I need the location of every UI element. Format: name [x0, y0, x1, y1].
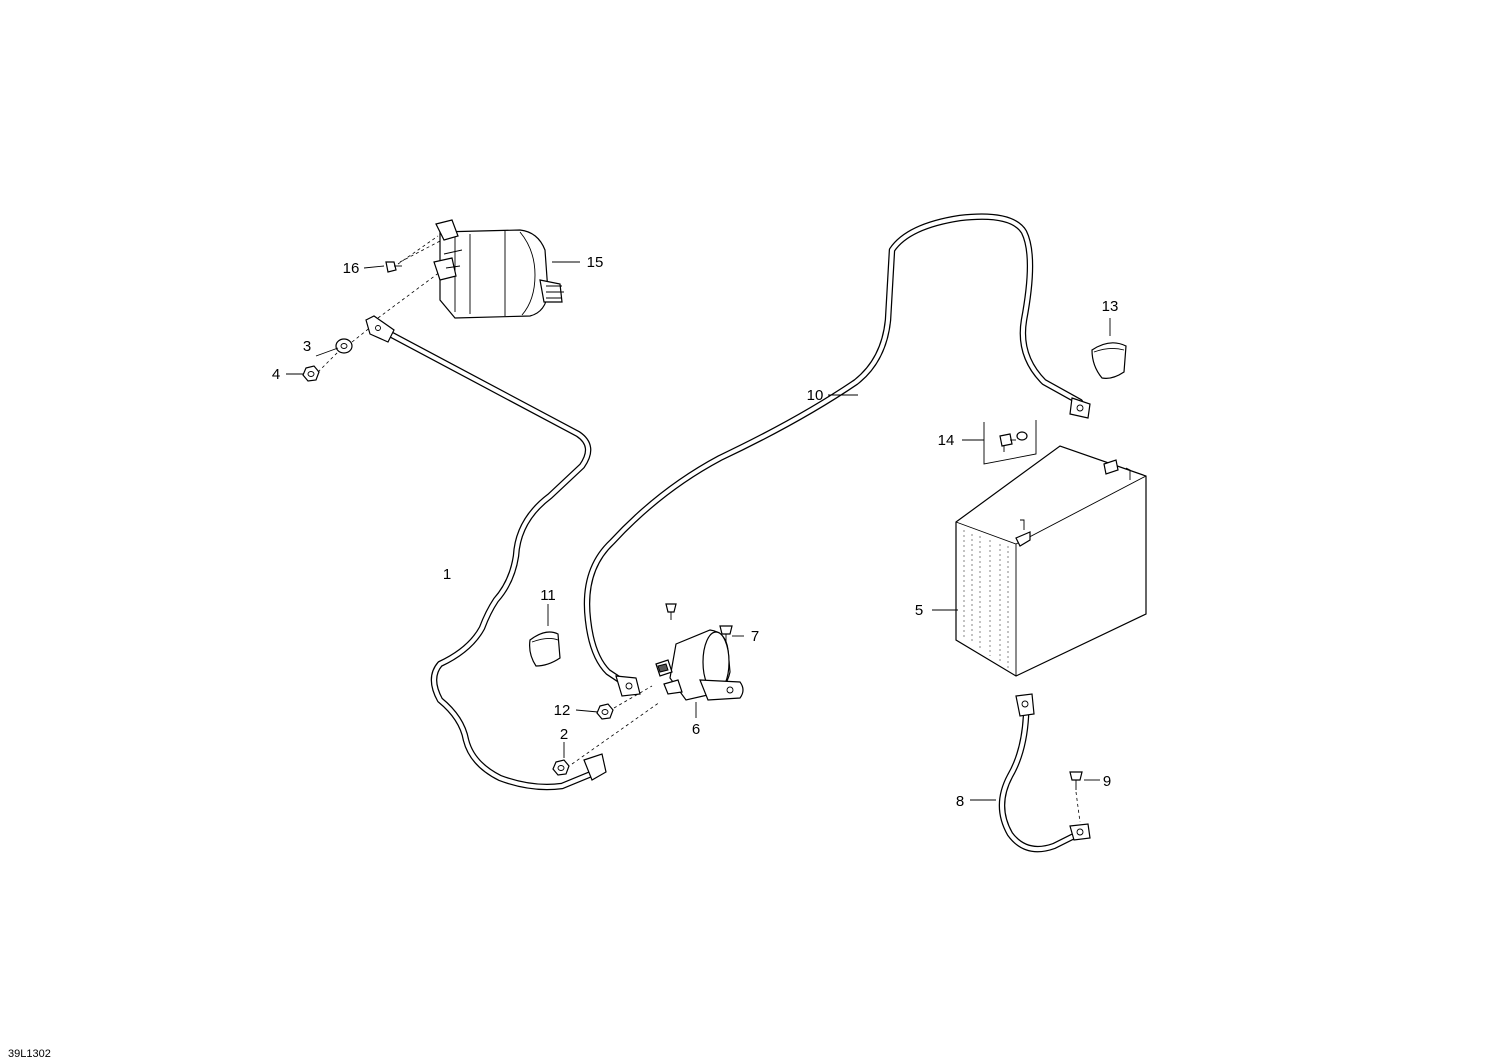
- callout-labels: 1 2 3 4 5 6 7 8 9 10 11 12 13 14 15 16: [272, 254, 1119, 810]
- callout-12: 12: [554, 702, 571, 719]
- assembly-line-3-4: [317, 271, 441, 373]
- starter-motor: [433, 219, 564, 319]
- callout-1: 1: [443, 566, 451, 583]
- cap-13: [1091, 342, 1127, 379]
- battery-5: [955, 445, 1147, 677]
- callout-10: 10: [807, 387, 824, 404]
- figure-id: 39L1302: [8, 1048, 51, 1060]
- callout-14: 14: [938, 432, 955, 449]
- callout-5: 5: [915, 602, 923, 619]
- solenoid-6: [655, 629, 744, 701]
- callout-7: 7: [751, 628, 759, 645]
- nut-2: [552, 759, 570, 776]
- battery-cable-10: [583, 213, 1091, 697]
- callout-9: 9: [1103, 773, 1111, 790]
- callout-2: 2: [560, 726, 568, 743]
- callout-11: 11: [540, 587, 556, 604]
- screw-set-14: [983, 420, 1037, 465]
- callout-6: 6: [692, 721, 700, 738]
- cap-11: [529, 631, 561, 667]
- ground-cable-8: [998, 693, 1091, 853]
- callout-8: 8: [956, 793, 964, 810]
- assembly-line-12: [613, 685, 653, 709]
- screw-7: [719, 625, 733, 642]
- assembly-line-2: [571, 701, 661, 765]
- screw-9: [1069, 771, 1083, 790]
- nut-4: [302, 365, 320, 382]
- callout-4: 4: [272, 366, 280, 383]
- leader-lines: [286, 261, 1111, 801]
- starter-cable-1: [365, 315, 607, 791]
- screw-upper: [665, 603, 677, 620]
- assembly-line-16: [397, 235, 443, 265]
- nut-12: [596, 703, 614, 720]
- callout-16: 16: [343, 260, 360, 277]
- screw-16: [385, 261, 402, 273]
- callout-15: 15: [587, 254, 604, 271]
- callout-3: 3: [303, 338, 311, 355]
- callout-13: 13: [1102, 298, 1119, 315]
- washer-3: [335, 338, 353, 354]
- assembly-line-9: [1075, 791, 1081, 823]
